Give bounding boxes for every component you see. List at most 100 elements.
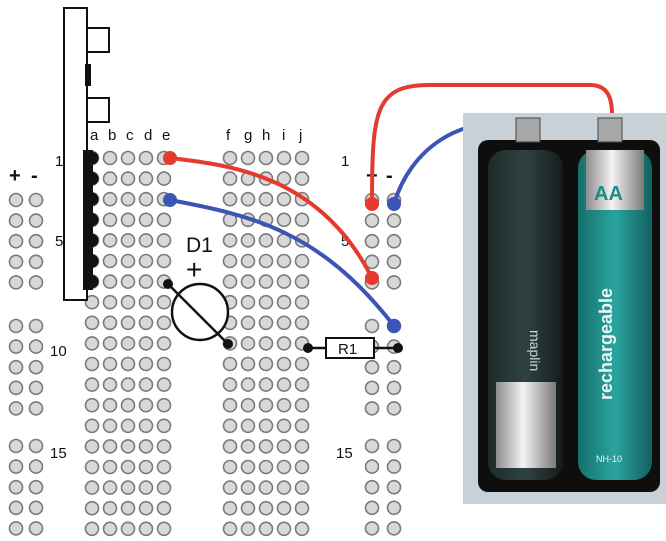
hole-row15-coli <box>278 440 291 453</box>
hole-row18-colc <box>122 502 135 515</box>
hole-row17-colj <box>296 481 309 494</box>
hole-row12-colh <box>260 378 273 391</box>
rail-hole-left-plus <box>10 320 23 333</box>
rail-hole-right-minus <box>388 255 401 268</box>
column-label-e: e <box>162 127 170 144</box>
hole-row1-cold <box>140 152 153 165</box>
hole-row13-coli <box>278 399 291 412</box>
hole-row12-colj <box>296 378 309 391</box>
hole-row19-cold <box>140 522 153 535</box>
rail-hole-left-plus <box>10 402 23 415</box>
column-label-d: d <box>144 127 152 144</box>
hole-row15-cola <box>86 440 99 453</box>
rail-hole-left-minus <box>30 320 43 333</box>
hole-row13-cole <box>158 399 171 412</box>
rail-hole-right-minus <box>388 276 401 289</box>
hole-row1-colg <box>242 152 255 165</box>
hole-row19-cola <box>86 522 99 535</box>
hole-row19-colh <box>260 522 273 535</box>
hole-row17-coli <box>278 481 291 494</box>
rail-hole-left-minus <box>30 361 43 374</box>
hole-row18-colg <box>242 502 255 515</box>
hole-row4-colc <box>122 213 135 226</box>
hole-row15-colj <box>296 440 309 453</box>
left-cell-brand: maplin <box>527 330 543 371</box>
wire-red-1-end-b <box>365 271 379 285</box>
row-label-10-left: 10 <box>50 343 67 360</box>
hole-row13-colb <box>104 399 117 412</box>
left-cell-metal <box>496 382 556 468</box>
hole-row1-colb <box>104 152 117 165</box>
hole-row3-colc <box>122 193 135 206</box>
wire-blue-1-end-b <box>387 319 401 333</box>
hole-row14-colg <box>242 419 255 432</box>
hole-row6-cold <box>140 255 153 268</box>
rail-hole-left-plus <box>10 381 23 394</box>
hole-row4-colj <box>296 213 309 226</box>
component-r1: R1 <box>303 338 403 358</box>
hole-row9-colb <box>104 316 117 329</box>
hole-row19-colc <box>122 522 135 535</box>
hole-row13-colc <box>122 399 135 412</box>
hole-row16-colf <box>224 461 237 474</box>
hole-row6-colb <box>104 255 117 268</box>
hole-row11-cole <box>158 358 171 371</box>
rail-hole-left-minus <box>30 501 43 514</box>
rail-hole-left-minus <box>30 481 43 494</box>
hole-row6-colj <box>296 255 309 268</box>
rail-hole-right-plus <box>366 481 379 494</box>
rail-hole-left-plus <box>10 340 23 353</box>
hole-row7-cold <box>140 275 153 288</box>
hole-row8-colb <box>104 296 117 309</box>
hole-row6-cole <box>158 255 171 268</box>
rail-hole-right-plus <box>366 361 379 374</box>
hole-row18-cole <box>158 502 171 515</box>
hole-row13-colj <box>296 399 309 412</box>
hole-row10-colb <box>104 337 117 350</box>
row-label-1-right: 1 <box>341 153 349 170</box>
hole-row17-colg <box>242 481 255 494</box>
rail-hole-right-minus <box>388 214 401 227</box>
hole-row1-colj <box>296 152 309 165</box>
rail-hole-left-minus <box>30 460 43 473</box>
hole-row8-coli <box>278 296 291 309</box>
rail-hole-right-plus <box>366 214 379 227</box>
hole-row5-colf <box>224 234 237 247</box>
column-label-c: c <box>126 127 134 144</box>
hole-row15-cole <box>158 440 171 453</box>
hole-row19-coli <box>278 522 291 535</box>
hole-row9-colj <box>296 316 309 329</box>
component-d1: D1 + <box>163 234 233 349</box>
hole-row5-colh <box>260 234 273 247</box>
hole-row17-colf <box>224 481 237 494</box>
right-cell-brand: rechargeable <box>596 288 616 400</box>
hole-row8-colc <box>122 296 135 309</box>
hole-row14-colj <box>296 419 309 432</box>
hole-row12-colg <box>242 378 255 391</box>
d1-plus-sign: + <box>186 254 202 285</box>
hole-row9-coli <box>278 316 291 329</box>
rail-hole-right-plus <box>366 501 379 514</box>
hole-row1-colf <box>224 152 237 165</box>
hole-row8-cold <box>140 296 153 309</box>
hole-row11-coli <box>278 358 291 371</box>
hole-row16-cole <box>158 461 171 474</box>
rail-hole-left-minus <box>30 522 43 535</box>
negative-terminal <box>516 118 540 142</box>
hole-row19-colb <box>104 522 117 535</box>
column-labels: a b c d e f g h i j <box>90 127 302 144</box>
hole-row11-colh <box>260 358 273 371</box>
rail-hole-left-plus <box>10 235 23 248</box>
rail-hole-left-minus <box>30 340 43 353</box>
hole-row19-colg <box>242 522 255 535</box>
hole-row5-cold <box>140 234 153 247</box>
hole-row19-colj <box>296 522 309 535</box>
hole-row6-colc <box>122 255 135 268</box>
hole-row10-colg <box>242 337 255 350</box>
hole-row5-colc <box>122 234 135 247</box>
hole-row16-coli <box>278 461 291 474</box>
rail-hole-left-plus <box>10 194 23 207</box>
rail-hole-right-minus <box>388 381 401 394</box>
hole-row10-colh <box>260 337 273 350</box>
hole-row16-cola <box>86 461 99 474</box>
